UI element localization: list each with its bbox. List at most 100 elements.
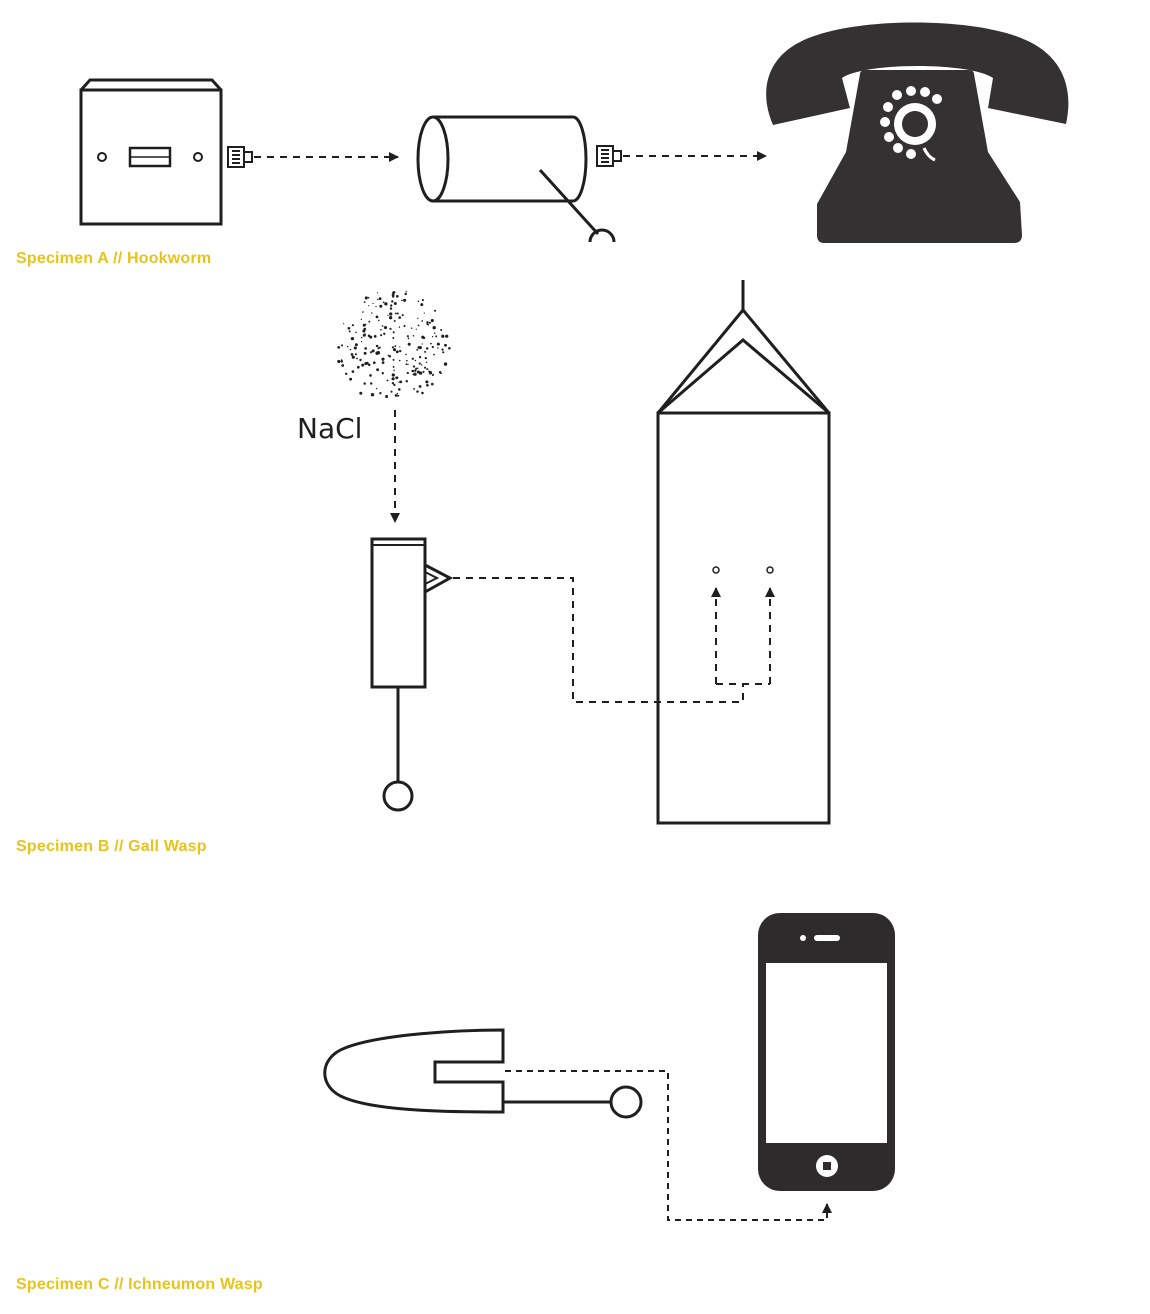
salt-particles-icon bbox=[337, 291, 451, 399]
salt-particle bbox=[425, 347, 429, 350]
salt-particle bbox=[396, 312, 399, 315]
salt-particle bbox=[387, 314, 389, 316]
salt-particle bbox=[406, 371, 409, 375]
salt-particle bbox=[430, 319, 434, 323]
salt-particle bbox=[383, 326, 388, 330]
salt-particle bbox=[399, 346, 401, 348]
salt-particle bbox=[398, 326, 401, 328]
salt-particle bbox=[388, 316, 393, 320]
salt-particle bbox=[369, 335, 373, 339]
salt-particle bbox=[364, 333, 366, 335]
salt-particle bbox=[437, 347, 439, 349]
salt-particle bbox=[394, 345, 397, 348]
salt-particle bbox=[428, 321, 431, 324]
milk-carton-icon bbox=[656, 280, 831, 825]
salt-particle bbox=[412, 365, 416, 368]
salt-particle bbox=[417, 367, 419, 369]
salt-particle bbox=[355, 331, 357, 334]
salt-particle bbox=[370, 393, 375, 397]
salt-particle bbox=[435, 335, 438, 338]
salt-particle bbox=[376, 292, 379, 294]
salt-particle bbox=[399, 380, 403, 384]
salt-particle bbox=[406, 335, 409, 338]
salt-particle bbox=[387, 354, 390, 356]
salt-particle bbox=[391, 381, 395, 385]
salt-particle bbox=[411, 357, 414, 360]
salt-particle bbox=[341, 364, 345, 367]
salt-particle bbox=[348, 330, 351, 333]
salt-particle bbox=[415, 367, 418, 370]
salt-particle bbox=[371, 349, 375, 353]
salt-particle bbox=[421, 343, 423, 345]
salt-particle bbox=[364, 347, 367, 350]
salt-particle bbox=[441, 348, 444, 351]
salt-particle bbox=[381, 361, 385, 364]
salt-particle bbox=[391, 293, 395, 297]
salt-particle bbox=[346, 345, 349, 348]
salt-particle bbox=[397, 394, 400, 397]
salt-particle bbox=[371, 312, 373, 314]
salt-particle bbox=[395, 350, 399, 354]
salt-particle bbox=[354, 343, 358, 347]
salt-particle bbox=[390, 304, 393, 307]
specimen-a-diagram bbox=[79, 22, 1069, 243]
salt-particle bbox=[405, 379, 409, 383]
salt-particle bbox=[364, 362, 368, 366]
salt-particle bbox=[389, 327, 392, 330]
salt-particle bbox=[362, 311, 364, 313]
salt-particle bbox=[424, 350, 427, 353]
chemical-label: NaCl bbox=[297, 412, 362, 445]
salt-particle bbox=[360, 318, 363, 321]
salt-particle bbox=[444, 335, 447, 338]
salt-particle bbox=[440, 328, 443, 332]
salt-particle bbox=[415, 328, 417, 330]
salt-particle bbox=[433, 332, 436, 334]
salt-particle bbox=[351, 355, 355, 359]
salt-particle bbox=[360, 336, 363, 339]
salt-particle bbox=[428, 371, 433, 375]
salt-particle bbox=[383, 332, 386, 335]
specimen-c-diagram bbox=[323, 913, 895, 1221]
salt-particle bbox=[417, 317, 419, 320]
salt-particle bbox=[375, 344, 379, 348]
salt-particle bbox=[418, 385, 422, 388]
salt-particle bbox=[407, 342, 411, 346]
salt-particle bbox=[392, 291, 395, 295]
salt-particle bbox=[417, 324, 420, 327]
salt-particle bbox=[441, 334, 445, 338]
salt-particle bbox=[401, 314, 404, 317]
salt-particle bbox=[395, 294, 399, 298]
salt-particle bbox=[426, 321, 429, 324]
salt-particle bbox=[363, 382, 366, 385]
salt-particle bbox=[379, 304, 383, 308]
salt-particle bbox=[426, 383, 429, 387]
salt-particle bbox=[418, 362, 421, 365]
specimen-c-caption: Specimen C // Ichneumon Wasp bbox=[16, 1276, 263, 1293]
salt-particle bbox=[392, 365, 395, 368]
salt-particle bbox=[425, 368, 428, 370]
salt-particle bbox=[381, 357, 385, 361]
rj11-plug-icon bbox=[227, 146, 253, 168]
salt-particle bbox=[412, 373, 415, 376]
salt-particle bbox=[377, 298, 379, 301]
salt-particle bbox=[405, 363, 408, 366]
salt-particle bbox=[416, 370, 420, 374]
salt-particle bbox=[391, 300, 394, 303]
salt-particle bbox=[406, 359, 408, 362]
salt-particle bbox=[361, 363, 365, 367]
salt-particle bbox=[414, 369, 417, 372]
salt-particle bbox=[431, 336, 434, 338]
salt-particle bbox=[341, 344, 344, 347]
salt-particle bbox=[378, 297, 382, 301]
salt-particle bbox=[416, 348, 419, 351]
salt-particle bbox=[380, 328, 382, 331]
salt-particle bbox=[405, 291, 407, 293]
salt-particle bbox=[369, 382, 373, 385]
salt-particle bbox=[425, 380, 429, 384]
salt-particle bbox=[398, 316, 402, 319]
salt-particle bbox=[393, 383, 396, 387]
salt-particle bbox=[418, 355, 422, 359]
salt-particle bbox=[377, 347, 380, 350]
salt-particle bbox=[401, 299, 403, 302]
salt-particle bbox=[378, 319, 380, 322]
